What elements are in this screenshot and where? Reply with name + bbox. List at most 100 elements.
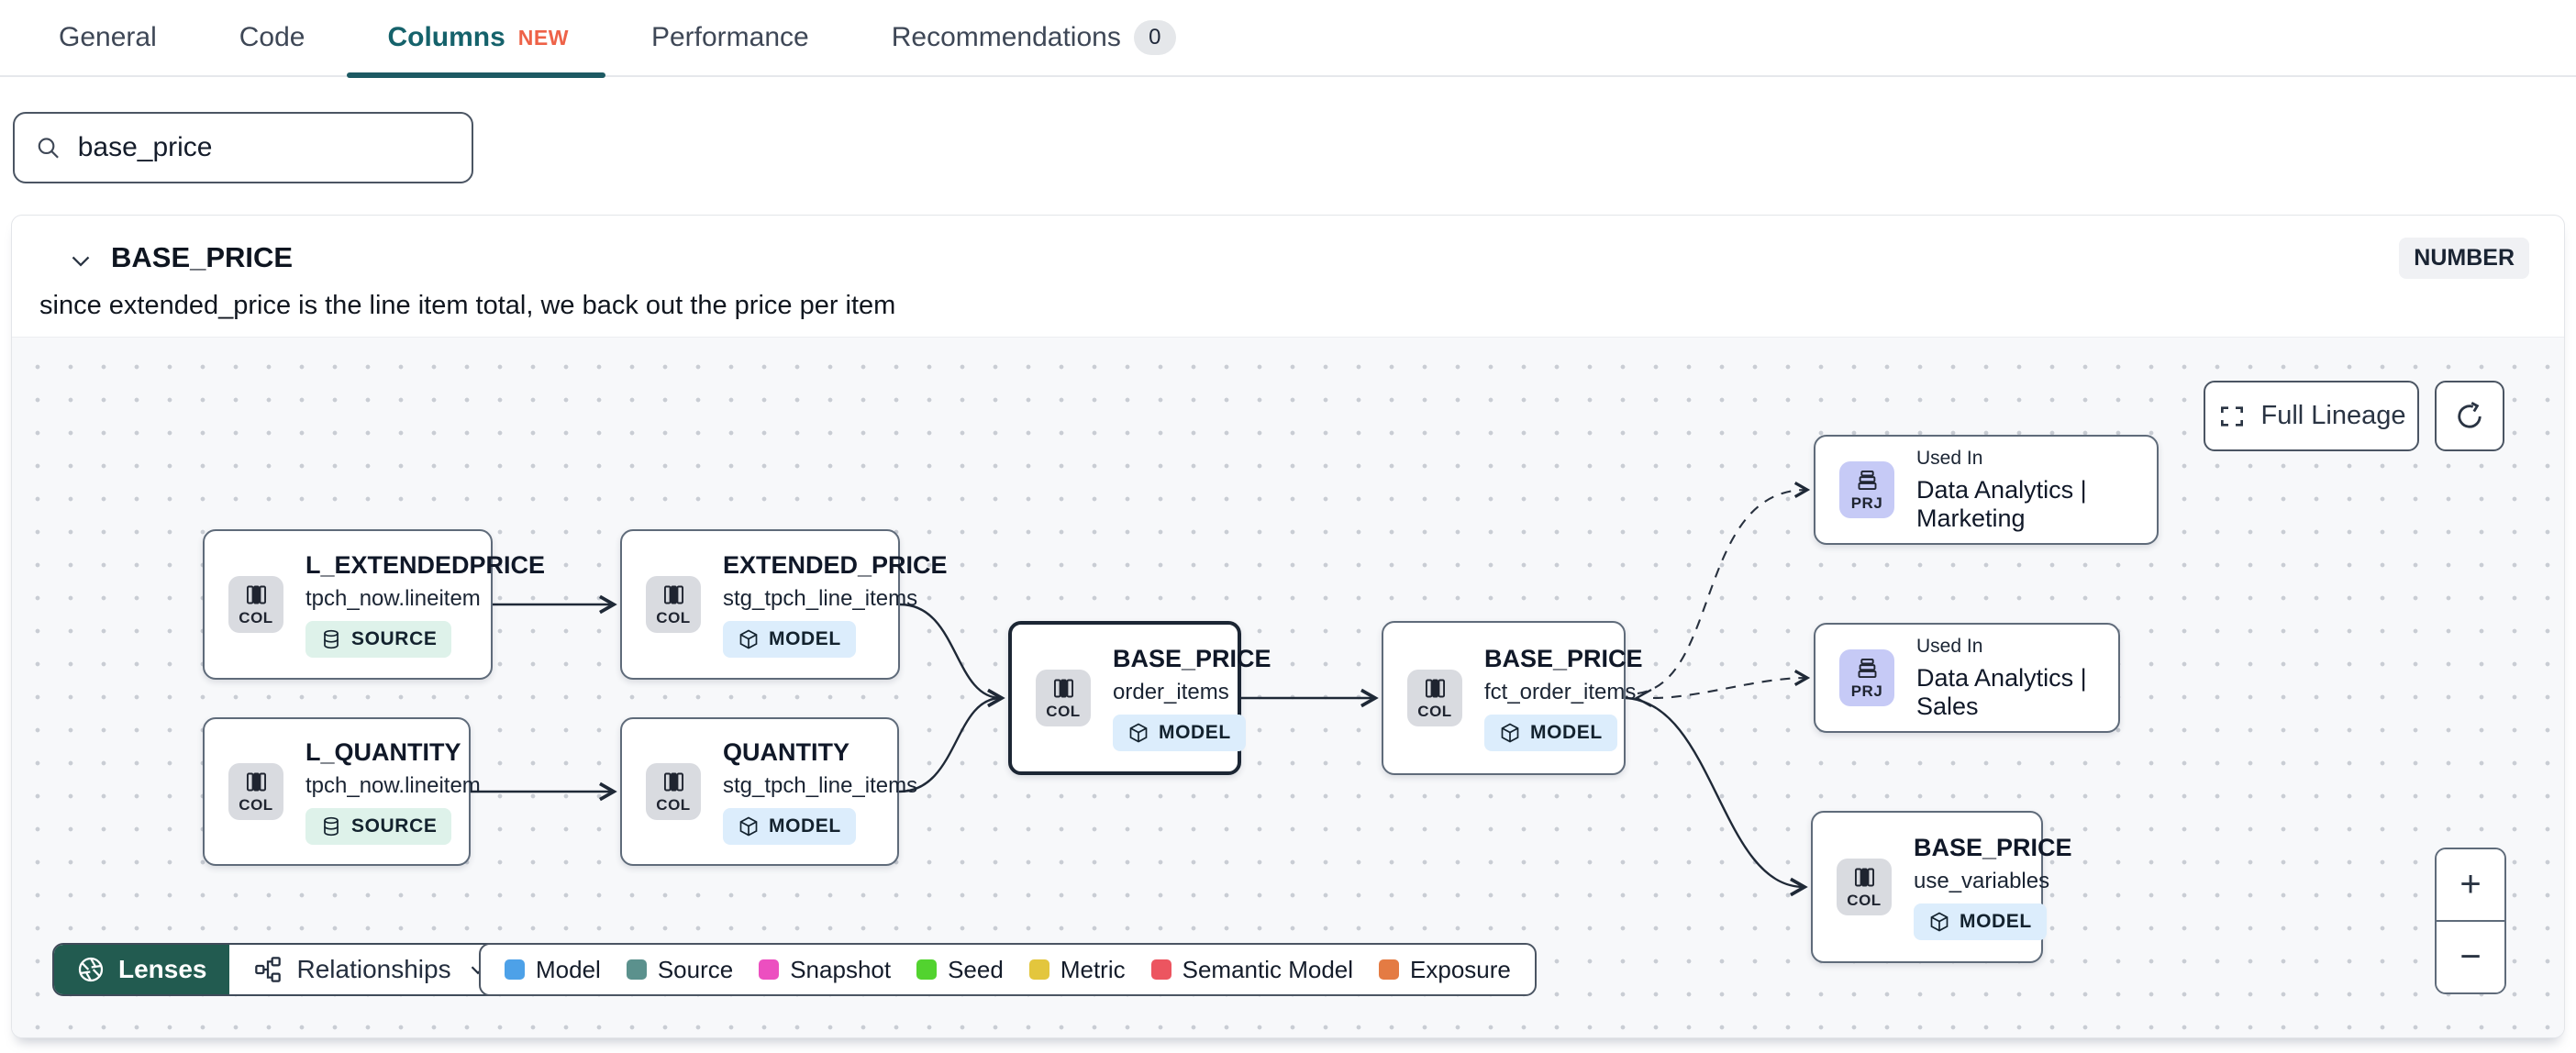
legend-item: Model: [505, 956, 601, 984]
column-tile: COL: [228, 576, 283, 633]
tile-label: COL: [239, 795, 273, 814]
tab-code-label: Code: [239, 22, 305, 52]
tab-recommendations[interactable]: Recommendations 0: [892, 0, 1176, 76]
legend-swatch: [916, 959, 938, 980]
model-badge: MODEL: [1914, 903, 2047, 940]
refresh-button[interactable]: [2435, 381, 2504, 451]
project-icon: [1858, 470, 1876, 490]
tile-label: PRJ: [1850, 682, 1883, 700]
tab-columns[interactable]: Columns NEW: [347, 0, 605, 78]
legend-swatch: [1379, 959, 1400, 980]
project-name: Data Analytics | Marketing: [1916, 475, 2087, 532]
lineage-canvas[interactable]: COL L_EXTENDEDPRICE tpch_now.lineitem SO…: [12, 337, 2564, 1037]
lineage-node-base-price-use-variables[interactable]: COL BASE_PRICE use_variables MODEL: [1811, 811, 2072, 963]
lineage-node-used-in-sales[interactable]: PRJ Used In Data Analytics | Sales: [1814, 623, 2120, 733]
column-panel: BASE_PRICE NUMBER since extended_price i…: [11, 215, 2565, 1038]
column-tile: COL: [1036, 670, 1091, 726]
relationships-dropdown[interactable]: Relationships: [229, 945, 514, 994]
tab-bar: General Code Columns NEW Performance Rec…: [0, 0, 2576, 78]
cube-icon: [1129, 723, 1148, 743]
cube-icon: [739, 816, 758, 837]
tile-label: COL: [656, 608, 691, 626]
project-tile: PRJ: [1839, 649, 1894, 706]
node-title: BASE_PRICE: [1914, 834, 2072, 861]
tile-label: COL: [1417, 702, 1452, 720]
node-type-legend: Model Source Snapshot Seed Metric Semant…: [479, 943, 1537, 996]
full-lineage-label: Full Lineage: [2260, 401, 2406, 430]
tile-label: COL: [1847, 891, 1882, 909]
lineage-node-extended-price[interactable]: COL EXTENDED_PRICE stg_tpch_line_items M…: [620, 529, 948, 680]
tab-general-label: General: [59, 22, 157, 52]
database-icon: [324, 816, 339, 837]
lineage-node-l-quantity[interactable]: COL L_QUANTITY tpch_now.lineitem SOURCE: [203, 717, 481, 866]
tab-columns-label: Columns: [387, 22, 505, 52]
tab-performance[interactable]: Performance: [651, 0, 809, 76]
cube-icon: [1930, 912, 1949, 932]
refresh-icon: [2458, 401, 2482, 428]
legend-item: Exposure: [1379, 956, 1511, 984]
column-tile: COL: [646, 576, 701, 633]
node-subtitle: stg_tpch_line_items: [723, 773, 918, 798]
tile-label: PRJ: [1850, 493, 1883, 512]
node-subtitle: stg_tpch_line_items: [723, 586, 918, 611]
relationships-label: Relationships: [296, 955, 451, 983]
column-search: [13, 112, 473, 183]
full-lineage-button[interactable]: Full Lineage: [2204, 381, 2419, 451]
columns-icon: [1425, 679, 1445, 697]
columns-icon: [663, 585, 683, 604]
new-badge: NEW: [517, 25, 569, 50]
used-in-label: Used In: [1916, 447, 1983, 469]
legend-item: Source: [626, 956, 733, 984]
relationships-icon: [254, 957, 281, 982]
lenses-label: Lenses: [118, 955, 207, 983]
node-subtitle: fct_order_items: [1484, 680, 1637, 704]
source-badge: SOURCE: [305, 808, 452, 845]
lineage-node-base-price-fct-order-items[interactable]: COL BASE_PRICE fct_order_items MODEL: [1382, 621, 1643, 775]
project-tile: PRJ: [1839, 461, 1894, 518]
columns-icon: [1854, 868, 1874, 886]
node-title: QUANTITY: [723, 738, 849, 766]
expand-icon: [2220, 405, 2243, 427]
legend-item: Semantic Model: [1150, 956, 1353, 984]
node-title: BASE_PRICE: [1113, 645, 1271, 672]
node-subtitle: use_variables: [1914, 869, 2050, 893]
tile-label: COL: [239, 608, 273, 626]
source-badge: SOURCE: [305, 621, 452, 658]
lineage-node-l-extendedprice[interactable]: COL L_EXTENDEDPRICE tpch_now.lineitem SO…: [203, 529, 545, 680]
legend-swatch: [1150, 959, 1171, 980]
model-badge: MODEL: [723, 621, 856, 658]
legend-item: Metric: [1028, 956, 1126, 984]
aperture-icon: [78, 957, 104, 982]
column-tile: COL: [1837, 859, 1892, 915]
lineage-node-used-in-marketing[interactable]: PRJ Used In Data Analytics | Marketing: [1814, 435, 2159, 545]
node-title: L_EXTENDEDPRICE: [305, 551, 546, 579]
tab-general[interactable]: General: [59, 0, 157, 76]
lenses-button[interactable]: Lenses: [54, 945, 229, 994]
tab-recommendations-label: Recommendations: [891, 22, 1121, 52]
column-tile: COL: [1407, 670, 1462, 726]
legend-item: Snapshot: [759, 956, 891, 984]
search-input[interactable]: [77, 132, 451, 163]
zoom-in-button[interactable]: +: [2437, 849, 2504, 922]
collapse-chevron-icon[interactable]: [65, 245, 96, 276]
column-name: BASE_PRICE: [111, 241, 294, 273]
node-title: BASE_PRICE: [1484, 645, 1643, 672]
node-title: EXTENDED_PRICE: [723, 551, 948, 579]
project-name: Data Analytics | Sales: [1916, 663, 2087, 720]
tab-code[interactable]: Code: [239, 0, 305, 76]
recommendations-count-badge: 0: [1133, 20, 1176, 55]
zoom-out-button[interactable]: −: [2437, 922, 2504, 992]
lineage-node-base-price-order-items[interactable]: COL BASE_PRICE order_items MODEL: [1008, 621, 1271, 775]
database-icon: [324, 629, 339, 649]
node-title: L_QUANTITY: [305, 738, 461, 766]
lineage-node-quantity[interactable]: COL QUANTITY stg_tpch_line_items MODEL: [620, 717, 917, 866]
project-icon: [1858, 658, 1876, 678]
legend-swatch: [505, 959, 525, 980]
model-badge: MODEL: [1484, 715, 1617, 751]
column-description: since extended_price is the line item to…: [39, 291, 896, 320]
tile-label: COL: [656, 795, 691, 814]
node-subtitle: order_items: [1113, 680, 1229, 704]
lenses-toolbar: Lenses Relationships: [52, 943, 516, 996]
columns-icon: [1053, 679, 1073, 697]
column-type-badge: NUMBER: [2399, 238, 2529, 279]
